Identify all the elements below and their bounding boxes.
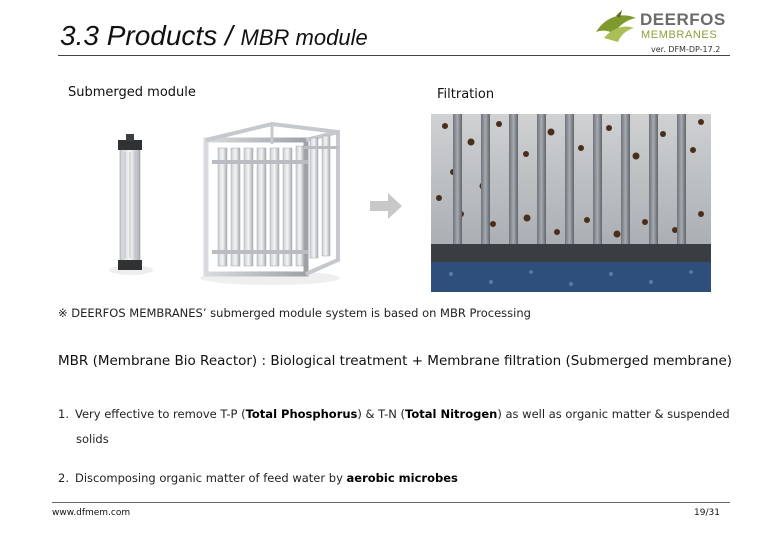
title-divider: [58, 55, 730, 56]
mbr-definition-main: MBR (Membrane Bio Reactor) : Biological …: [58, 353, 562, 369]
title-sub: MBR module: [240, 25, 368, 50]
list-item-text: Discomposing organic matter of feed wate…: [74, 471, 347, 485]
list-item-text: ) as well as organic matter & suspended: [497, 407, 730, 421]
list-item-bold: aerobic microbes: [346, 471, 458, 485]
title-main: 3.3 Products /: [60, 20, 241, 51]
submerged-module-image: [109, 121, 340, 285]
list-item-number: 2.: [58, 471, 69, 485]
mbr-definition: MBR (Membrane Bio Reactor) : Biological …: [58, 353, 732, 369]
filtration-label: Filtration: [437, 87, 495, 102]
list-item: 1. Very effective to remove T-P (Total Ph…: [58, 402, 738, 452]
list-item-bold: Total Phosphorus: [245, 407, 358, 421]
deerfos-logo-icon: [596, 10, 636, 42]
arrow-right-icon: [370, 193, 402, 219]
page-number: 19/31: [694, 508, 720, 518]
list-item-text: Very effective to remove T-P (: [74, 407, 246, 421]
submerged-module-label: Submerged module: [68, 85, 196, 100]
logo-text-deerfos: DEERFOS: [640, 10, 726, 29]
processing-note: ※ DEERFOS MEMBRANES’ submerged module sy…: [58, 306, 531, 320]
list-item: 2. Discomposing organic matter of feed wa…: [58, 471, 458, 485]
filtration-image: [431, 114, 711, 292]
list-item-text: ) & T-N (: [357, 407, 406, 421]
logo-text-membranes: MEMBRANES: [641, 29, 718, 41]
list-item-continuation: solids: [76, 432, 109, 446]
list-item-number: 1.: [58, 407, 69, 421]
footer-divider: [52, 502, 730, 503]
slide-title: 3.3 Products / MBR module: [60, 20, 368, 52]
list-item-bold: Total Nitrogen: [405, 407, 498, 421]
website-link[interactable]: www.dfmem.com: [52, 508, 131, 518]
version-label: ver. DFM-DP-17.2: [651, 45, 721, 54]
mbr-definition-sub: (Submerged membrane): [561, 353, 733, 369]
